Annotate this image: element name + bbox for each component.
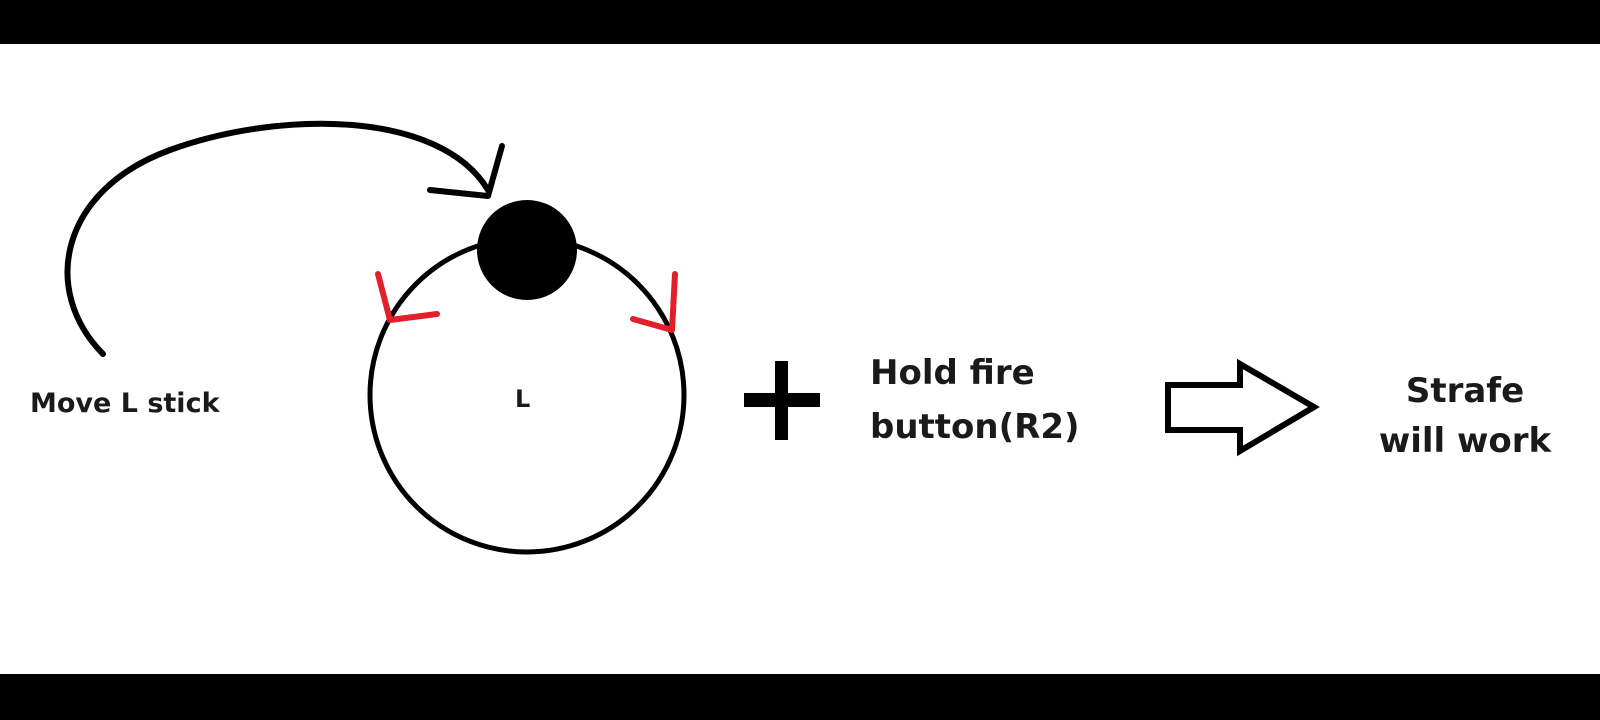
hold-fire-line1: Hold fire	[870, 353, 1035, 393]
strafe-result-line2: will work	[1378, 421, 1552, 461]
outline-right-arrow-icon	[1165, 358, 1320, 457]
hold-fire-line2: button(R2)	[870, 407, 1080, 447]
right-rotation-arrow-icon	[630, 271, 678, 333]
plus-icon	[744, 361, 820, 440]
curved-arrow-line	[64, 120, 491, 357]
left-rotation-arrow-icon	[375, 271, 440, 323]
stick-letter-label: L	[515, 385, 531, 413]
strafe-result-line1: Strafe	[1405, 371, 1525, 411]
strafe-result-label: Strafe will work	[1375, 366, 1555, 466]
stick-knob-icon	[477, 200, 577, 300]
hold-fire-label: Hold fire button(R2)	[870, 346, 1080, 454]
curved-arrow-head-icon	[427, 143, 505, 199]
move-stick-label: Move L stick	[30, 388, 220, 419]
diagram-canvas	[0, 44, 1600, 674]
